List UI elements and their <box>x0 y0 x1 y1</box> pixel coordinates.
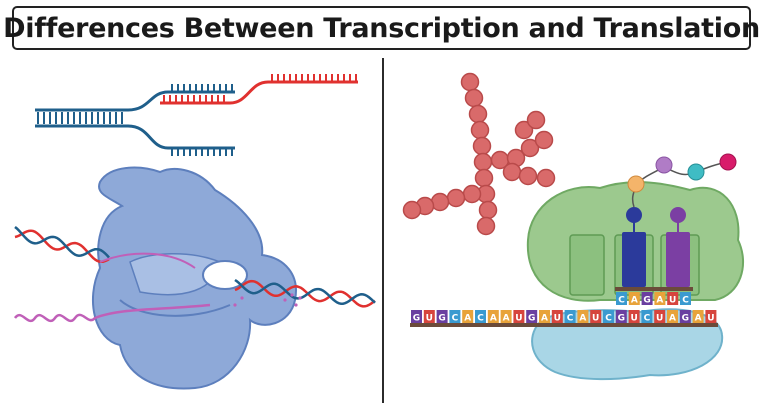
mrna-base <box>654 310 666 323</box>
mrna-base <box>615 310 627 323</box>
trna-icon <box>615 207 693 291</box>
mrna-base-label: G <box>528 314 535 324</box>
anticodon-base-label: U <box>669 296 676 306</box>
mrna-base-label: U <box>426 314 433 324</box>
anticodon-base <box>654 292 666 305</box>
mrna-base <box>487 310 499 323</box>
mrna-base <box>705 310 717 323</box>
anticodon-base <box>628 292 640 305</box>
mrna-base <box>500 310 512 323</box>
page-title: Differences Between Transcription and Tr… <box>3 12 760 44</box>
amino-acid-bead <box>473 152 493 172</box>
anticodon-base-label: C <box>682 296 689 306</box>
mrna-base-label: A <box>669 314 676 324</box>
amino-acid-bead <box>468 104 488 124</box>
mrna-base-label: A <box>464 314 471 324</box>
amino-acid-bead <box>470 120 490 140</box>
mrna-base-label: G <box>413 314 420 324</box>
protein-chain-icon <box>402 72 556 236</box>
mrna-transcript-icon <box>13 303 211 323</box>
mrna-base-label: C <box>477 314 484 324</box>
amino-acid-bead <box>464 88 484 108</box>
amino-acid-bead <box>446 188 466 208</box>
mrna-base <box>436 310 448 323</box>
mrna-base-label: G <box>682 314 689 324</box>
mrna-base <box>423 310 435 323</box>
mrna-base-label: C <box>605 314 612 324</box>
nucleotides-icon <box>233 293 302 307</box>
mrna-base-label: A <box>503 314 510 324</box>
amino-acid-bead <box>536 168 556 188</box>
mrna-base <box>692 310 704 323</box>
anticodon-base-label: C <box>618 296 625 306</box>
mrna-base-label: C <box>452 314 459 324</box>
mrna-base-label: G <box>618 314 625 324</box>
mrna-base <box>551 310 563 323</box>
mrna-base <box>679 310 691 323</box>
mrna-base-label: G <box>438 314 445 324</box>
mrna-base <box>462 310 474 323</box>
mrna-base <box>577 310 589 323</box>
mrna-base <box>539 310 550 323</box>
mrna-base <box>513 310 525 323</box>
mrna-base <box>526 310 538 323</box>
mrna-base <box>667 310 678 323</box>
mrna-base <box>590 310 602 323</box>
panel-divider <box>382 58 384 403</box>
amino-acid-bead <box>460 72 480 92</box>
amino-acid-bead <box>520 138 540 158</box>
mrna-base-label: A <box>490 314 497 324</box>
mrna-base-label: U <box>630 314 637 324</box>
mrna-base-label: C <box>567 314 574 324</box>
mrna-base <box>564 310 576 323</box>
mrna-base-label: U <box>515 314 522 324</box>
anticodon-base <box>641 292 653 305</box>
mrna-base <box>641 310 653 323</box>
amino-acid-bead <box>514 120 534 140</box>
mrna-base-label: A <box>541 314 548 324</box>
amino-acid-bead <box>534 130 554 150</box>
amino-acid-bead <box>526 110 546 130</box>
mrna-base-label: C <box>644 314 651 324</box>
mrna-base-label: U <box>656 314 663 324</box>
mrna-base <box>628 310 640 323</box>
anticodon-base <box>680 292 691 305</box>
mrna-backbone-icon <box>410 323 718 327</box>
amino-acid-bead <box>476 216 496 236</box>
amino-acid-bead <box>462 184 482 204</box>
mrna-base-label: U <box>592 314 599 324</box>
transcription-illustration <box>13 74 376 390</box>
anticodon-base-label: A <box>656 296 663 306</box>
mrna-base <box>411 310 422 323</box>
anticodon-base <box>667 292 679 305</box>
anticodon-base <box>616 292 627 305</box>
unzipping-dna-icon <box>35 74 358 156</box>
mrna-base-label: A <box>579 314 586 324</box>
anticodon-base-label: A <box>631 296 638 306</box>
amino-acid-chain-icon <box>627 153 737 208</box>
amino-acid-bead <box>502 162 522 182</box>
mrna-base-label: U <box>554 314 561 324</box>
mrna-base <box>475 310 486 323</box>
mrna-base-label: A <box>695 314 702 324</box>
mrna-base <box>449 310 461 323</box>
mrna-base-label: U <box>707 314 714 324</box>
dna-helix-icon <box>14 226 376 308</box>
title-banner: Differences Between Transcription and Tr… <box>3 6 760 50</box>
rna-polymerase-icon <box>92 166 297 390</box>
amino-acid-bead <box>430 192 450 212</box>
amino-acid-bead <box>472 136 492 156</box>
mrna-base <box>603 310 614 323</box>
anticodon-base-label: G <box>643 296 650 306</box>
amino-acid-bead <box>402 200 422 220</box>
amino-acid-bead <box>478 200 498 220</box>
amino-acid-bead <box>518 166 538 186</box>
amino-acid-bead <box>474 168 494 188</box>
